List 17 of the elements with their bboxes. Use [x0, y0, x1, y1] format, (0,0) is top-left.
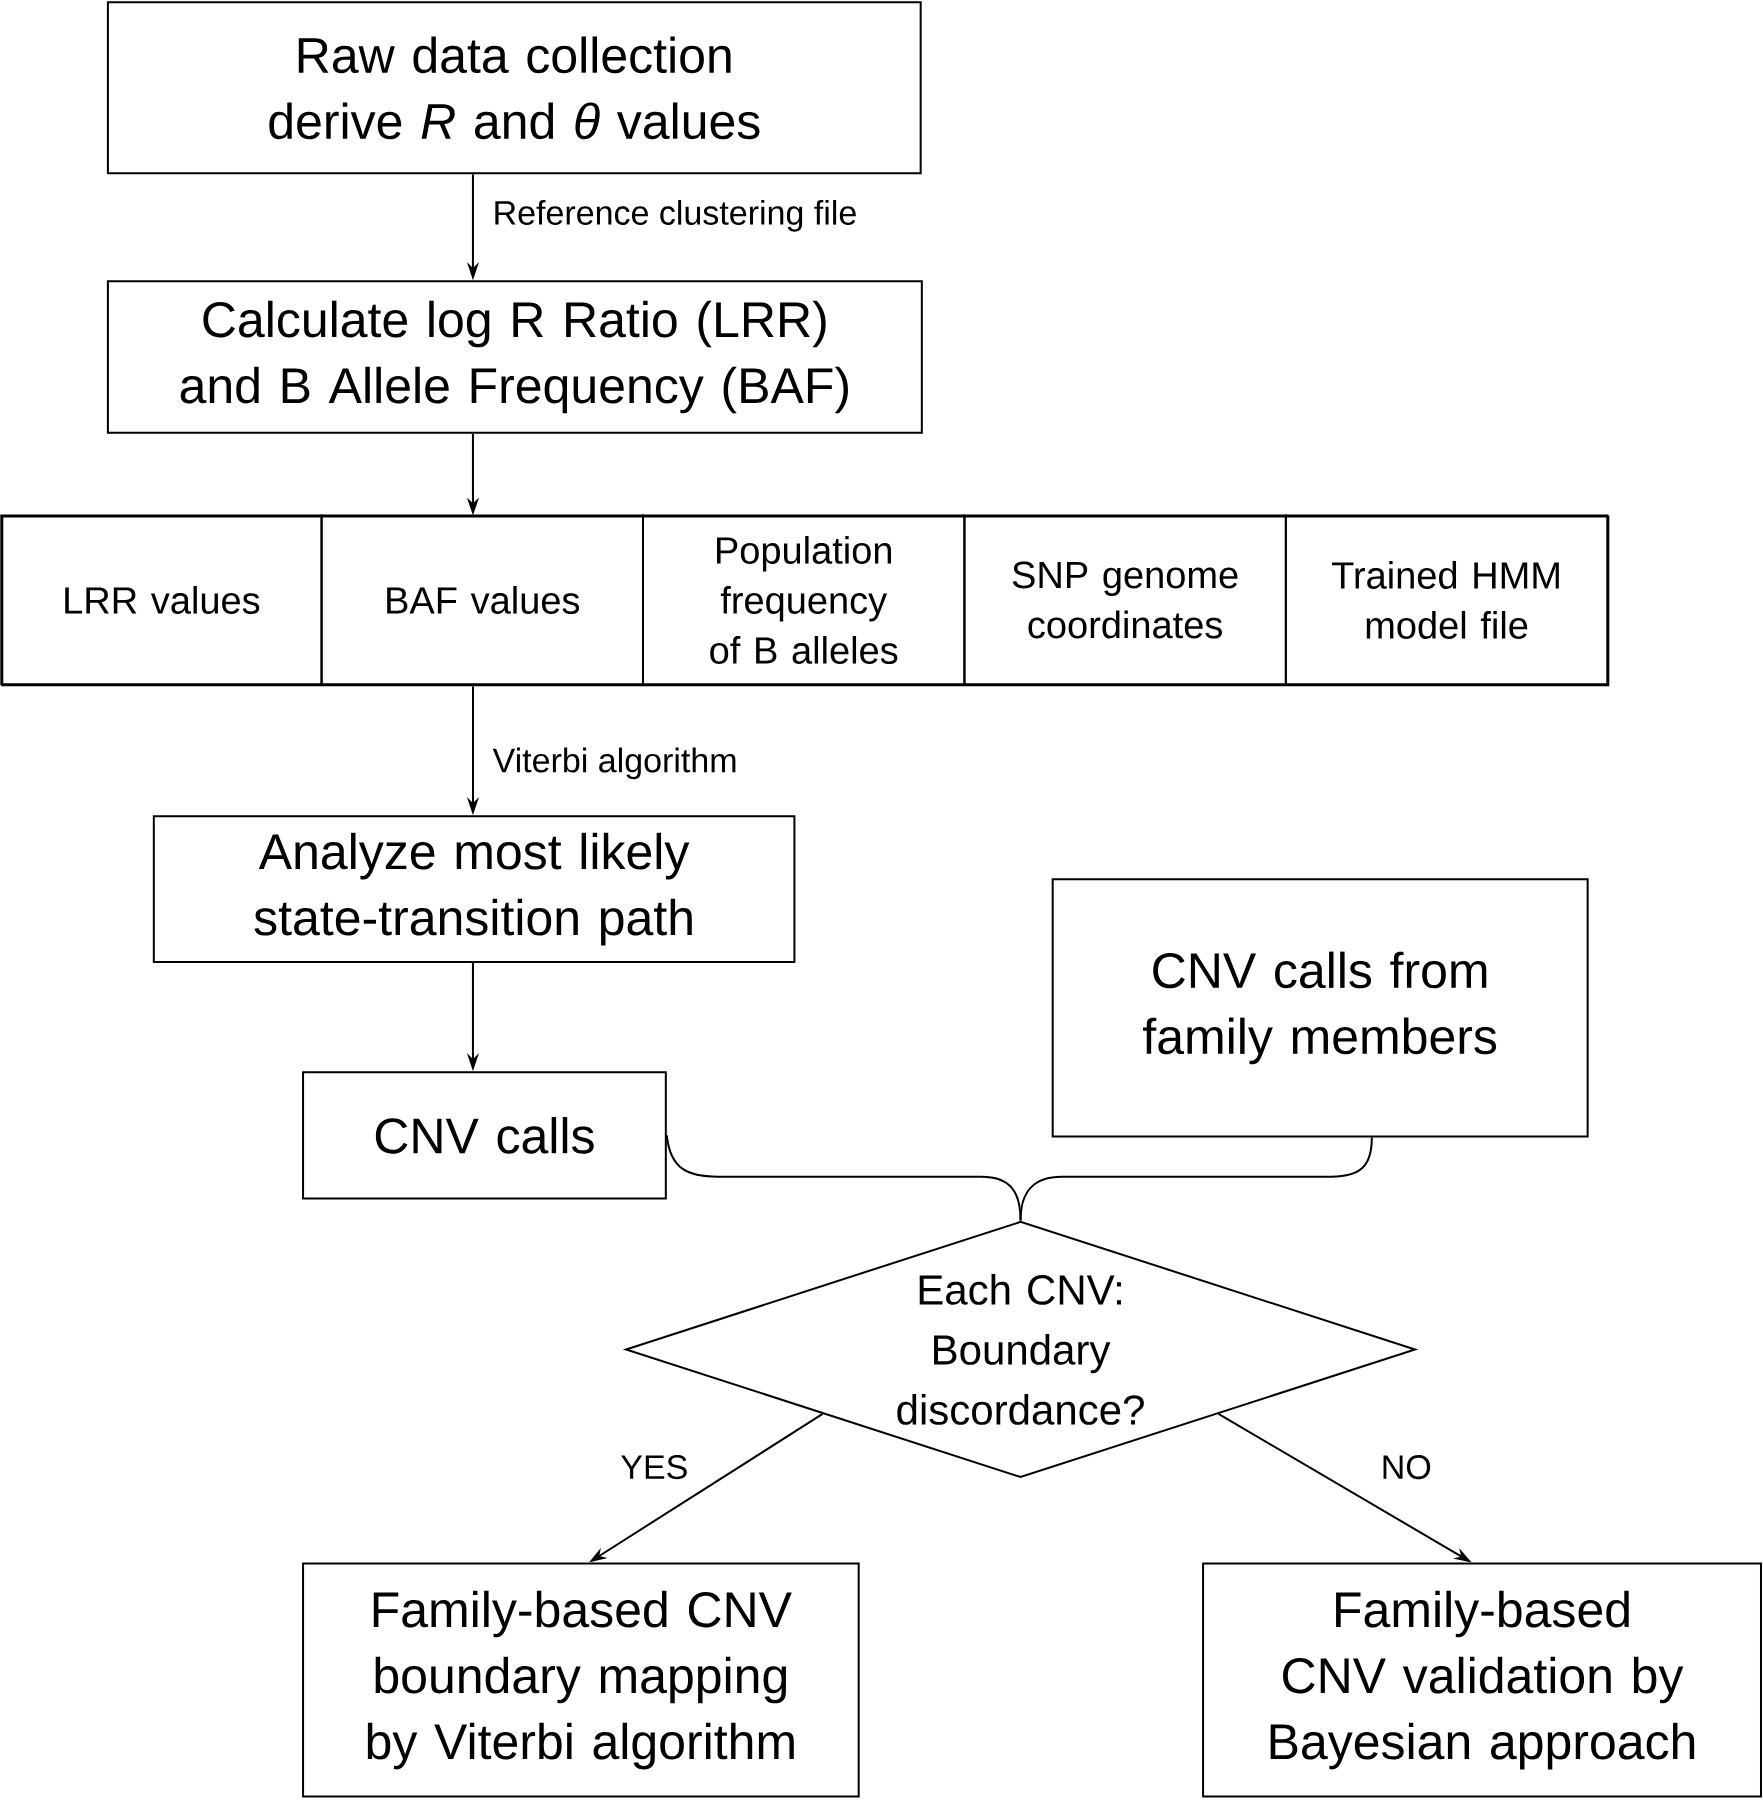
- data-cell: SNP genome coordinates: [963, 514, 1287, 686]
- process-box: Analyze most likely state-transition path: [152, 815, 796, 963]
- data-cell: Trained HMM model file: [1284, 514, 1609, 686]
- process-box: CNV calls from family members: [1051, 878, 1589, 1138]
- data-cell: LRR values: [0, 514, 323, 686]
- process-box: Family-based CNV boundary mapping by Viterbi algorithm: [301, 1562, 860, 1798]
- process-box: CNV calls: [301, 1071, 667, 1200]
- connector-line: [1019, 1136, 1373, 1222]
- edge-label: Viterbi algorithm: [490, 745, 740, 782]
- process-box: Family-based CNV validation by Bayesian approach: [1201, 1562, 1762, 1798]
- connector-line: [665, 1134, 1022, 1222]
- data-cell: BAF values: [320, 514, 644, 686]
- process-box: Raw data collection derive R and θ values: [106, 1, 922, 175]
- process-box: Calculate log R Ratio (LRR) and B Allele Frequency (BAF): [106, 280, 923, 434]
- edge-label: Reference clustering file: [490, 197, 860, 234]
- data-band: [1, 515, 1610, 687]
- data-cell: Population frequency of B alleles: [641, 514, 966, 686]
